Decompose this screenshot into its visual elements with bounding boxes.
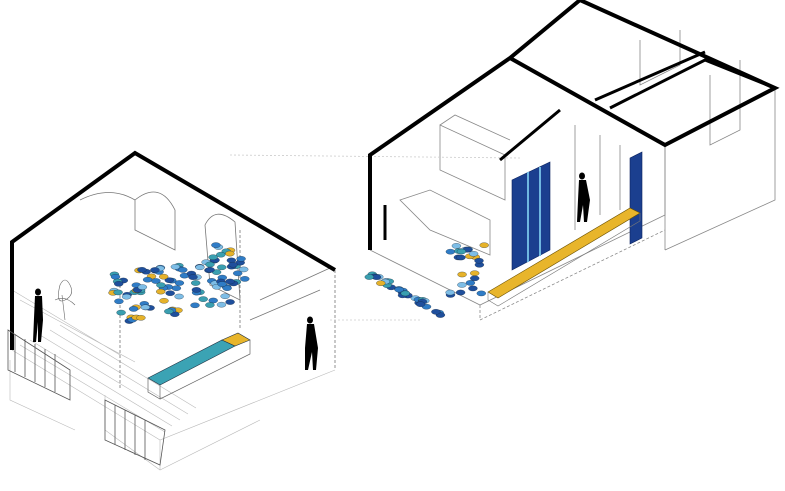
hex-tile <box>455 289 466 296</box>
hex-tile <box>468 285 478 292</box>
hex-tile <box>128 306 139 312</box>
hex-tile <box>190 302 200 309</box>
left-room <box>7 150 337 471</box>
hex-tile <box>211 242 221 248</box>
hex-tile <box>233 270 243 277</box>
hex-tile <box>228 261 238 268</box>
hex-tile <box>468 251 479 257</box>
hex-tile <box>216 251 226 258</box>
hex-tile <box>195 264 205 271</box>
hex-tile <box>400 290 410 297</box>
hex-tile <box>165 290 175 296</box>
hex-tile <box>140 304 151 311</box>
hex-tile <box>225 299 235 305</box>
left-room-floor-lines <box>9 289 336 471</box>
hex-tile <box>171 285 182 291</box>
hex-tile <box>205 302 215 308</box>
left-balcony-railings <box>7 329 166 466</box>
hex-tile <box>445 248 456 255</box>
hex-tile <box>451 243 462 249</box>
person-silhouette-right <box>577 172 590 222</box>
hex-tile <box>174 280 185 286</box>
hex-tile <box>217 264 227 271</box>
right-room <box>229 0 780 321</box>
left-hex-tiles <box>108 242 250 324</box>
right-bench <box>487 207 641 307</box>
hex-tile <box>113 289 123 296</box>
hex-tile <box>110 274 121 280</box>
hex-tile <box>394 286 404 293</box>
hex-tile <box>191 287 202 293</box>
left-room-walls-thin <box>79 191 336 390</box>
hex-tile <box>136 315 146 321</box>
hex-tile <box>415 301 426 307</box>
hex-tile <box>431 309 441 315</box>
hex-tile <box>164 308 174 315</box>
blue-panel <box>511 151 643 271</box>
hex-tile <box>456 254 466 261</box>
hex-tile <box>159 298 169 304</box>
hex-tile <box>217 281 227 287</box>
hex-tile <box>170 264 181 270</box>
hex-tile <box>116 309 126 316</box>
person-silhouette <box>33 288 318 370</box>
hex-tile <box>465 280 476 286</box>
hex-tile <box>156 282 166 288</box>
hex-tile <box>205 267 215 273</box>
hex-tile <box>364 274 374 280</box>
hex-tile <box>198 296 208 302</box>
hex-tile <box>240 276 250 282</box>
plant-sketch <box>54 279 76 321</box>
hex-tile <box>479 242 489 248</box>
right-room-partitions <box>499 50 776 162</box>
hex-tile <box>236 256 246 262</box>
left-room-roof-wall <box>10 150 337 350</box>
hex-tile <box>457 282 467 288</box>
hex-tile <box>208 254 218 260</box>
left-bench <box>147 332 251 400</box>
hex-tile <box>142 276 153 283</box>
hex-tile <box>470 275 480 282</box>
hex-tile <box>156 288 166 295</box>
hex-tile <box>445 289 455 296</box>
hex-tile <box>114 298 124 305</box>
hex-tile <box>225 250 235 257</box>
hex-tile <box>137 284 148 290</box>
right-hex-tiles <box>364 242 489 318</box>
hex-tile <box>474 257 484 264</box>
hex-tile <box>476 290 486 297</box>
right-room-roof-wall <box>368 0 780 250</box>
hex-tile <box>457 271 467 278</box>
right-room-thin-lines <box>229 30 776 321</box>
hex-tile <box>137 267 147 273</box>
hex-tile <box>470 270 480 276</box>
hex-tile <box>222 285 232 291</box>
hex-tile <box>178 267 188 273</box>
hex-tile <box>216 301 227 308</box>
hex-tile <box>164 277 174 283</box>
hex-tile <box>159 273 169 280</box>
hex-tile <box>150 267 160 273</box>
hex-tile <box>121 293 132 300</box>
hex-tile <box>376 280 386 286</box>
hex-tile <box>225 278 235 285</box>
hex-tile <box>191 280 201 286</box>
hex-tile <box>239 266 249 273</box>
hex-tile <box>220 293 230 299</box>
hex-tile <box>188 274 198 280</box>
hex-tile <box>174 293 184 300</box>
hex-tile <box>114 281 124 287</box>
hex-tile <box>456 248 467 255</box>
hex-tile <box>205 261 215 268</box>
